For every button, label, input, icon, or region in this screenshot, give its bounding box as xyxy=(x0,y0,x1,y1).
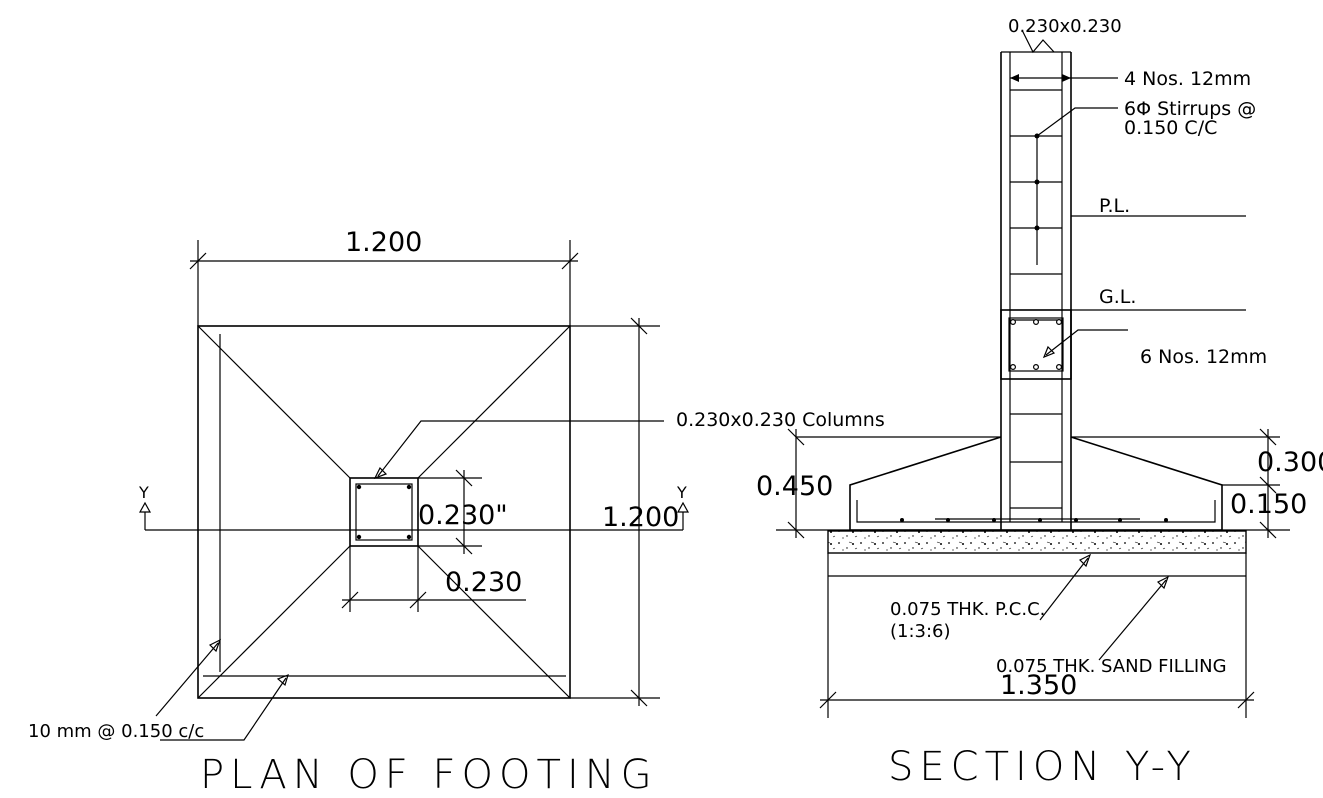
edge-dim-label: 0.150 xyxy=(1230,489,1307,520)
bottom-bar-leader xyxy=(1045,329,1128,356)
column-label: 0.230x0.230 Columns xyxy=(676,409,885,431)
rebar-leader xyxy=(160,677,287,741)
dim-tick xyxy=(630,317,648,335)
break-symbol xyxy=(1021,29,1055,54)
column-leader xyxy=(377,420,664,477)
column-bar xyxy=(406,534,412,540)
column-size-label: 0.230x0.230 xyxy=(1008,16,1122,37)
main-bars-label: 4 Nos. 12mm xyxy=(1124,68,1251,90)
leader-arrow xyxy=(208,638,222,653)
column-ties xyxy=(355,483,413,541)
stirrups-label: 6Φ Stirrups @ xyxy=(1124,98,1256,120)
footing-profile xyxy=(849,436,1223,531)
column-cross-section xyxy=(1000,309,1072,380)
rebar-label: 10 mm @ 0.150 c/c xyxy=(28,721,204,742)
dim-tick xyxy=(787,521,805,539)
section-mark-left: Y xyxy=(138,483,149,502)
leader-arrow xyxy=(373,466,388,480)
dim-tick xyxy=(819,691,837,709)
section-arrow-left xyxy=(138,501,152,513)
dim-height-label: 1.200 xyxy=(602,502,679,533)
dim-tick xyxy=(630,689,648,707)
pcc-mix-label: (1:3:6) xyxy=(890,621,951,642)
dim-tick xyxy=(1237,691,1255,709)
column-bar xyxy=(406,484,412,490)
dim-tick xyxy=(409,591,427,609)
slope-line xyxy=(197,325,351,479)
footing-outline xyxy=(197,325,571,699)
gl-label: G.L. xyxy=(1099,286,1136,308)
section-title: SECTION Y-Y xyxy=(888,744,1197,790)
sand-leader xyxy=(1098,579,1167,661)
plan-of-footing: Y Y 1.200 1.200 0.230" 0.230 xyxy=(28,227,885,798)
dim-tick xyxy=(787,428,805,446)
slope-line xyxy=(417,325,571,479)
pcc-leader xyxy=(1039,557,1089,621)
rebar-leader-2 xyxy=(155,642,219,717)
footing-bar-dots xyxy=(900,518,1168,522)
base-dim-label: 1.350 xyxy=(1000,670,1077,701)
pl-label: P.L. xyxy=(1099,195,1130,217)
footing-rebar xyxy=(856,500,1216,523)
section-y-y: 4 Nos. 12mm 6Φ Stirrups @ 0.150 C/C 0.23… xyxy=(756,16,1323,790)
leader-arrow xyxy=(276,673,289,687)
plan-title: PLAN OF FOOTING xyxy=(200,752,658,798)
dim-tick xyxy=(561,252,579,270)
sand-label: 0.075 THK. SAND FILLING xyxy=(996,656,1227,677)
bottom-bars-label: 6 Nos. 12mm xyxy=(1140,346,1267,368)
slope-line xyxy=(197,545,351,699)
section-arrow-right xyxy=(676,501,690,513)
stirrup-leader xyxy=(1036,107,1118,137)
dim-tick xyxy=(1259,428,1277,446)
dim-tick xyxy=(1259,521,1277,539)
section-mark-right: Y xyxy=(676,483,687,502)
dim-tick xyxy=(455,537,473,555)
cross-section-ties xyxy=(1008,317,1064,372)
pcc-label: 0.075 THK. P.C.C. xyxy=(890,599,1045,620)
dim-tick xyxy=(341,591,359,609)
pcc-layer xyxy=(827,530,1247,554)
dim-tick xyxy=(455,469,473,487)
col-dim-v-label: 0.230" xyxy=(418,500,508,531)
column-square xyxy=(349,477,419,547)
dim-tick xyxy=(189,252,207,270)
stirrups xyxy=(1010,89,1062,509)
column-bar xyxy=(356,484,362,490)
stirrups-spacing-label: 0.150 C/C xyxy=(1124,117,1217,139)
slope-line xyxy=(417,545,571,699)
depth-dim-label: 0.450 xyxy=(756,471,833,502)
dim-width-label: 1.200 xyxy=(345,227,422,258)
column-bar xyxy=(356,534,362,540)
col-dim-h-label: 0.230 xyxy=(445,567,522,598)
top-dim-label: 0.300 xyxy=(1257,447,1323,478)
